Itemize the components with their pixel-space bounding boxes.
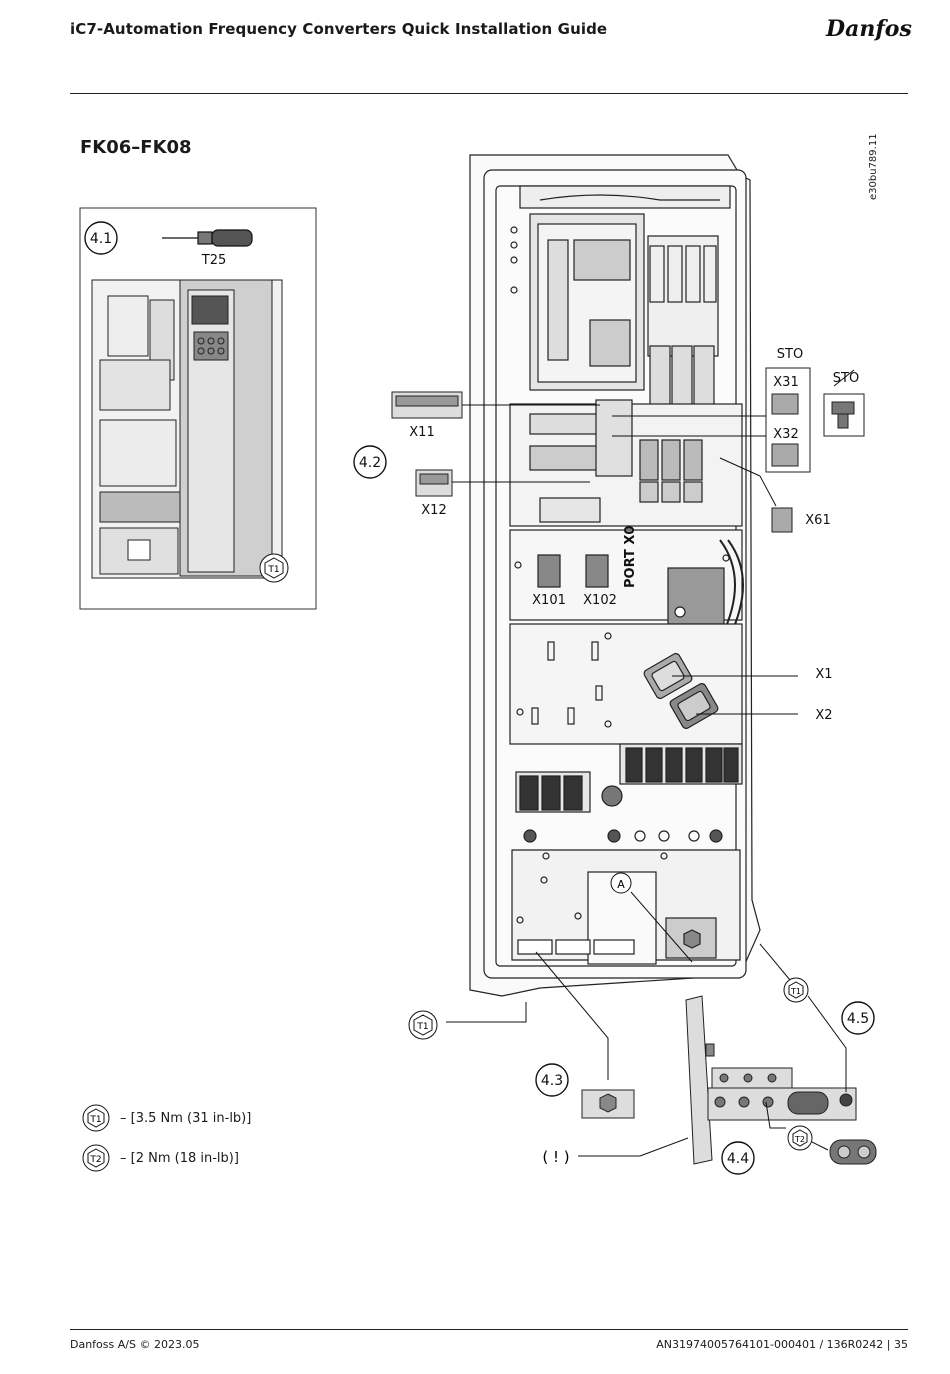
x102-label: X102 xyxy=(583,593,617,608)
t1-overview-symbol: T1 xyxy=(260,554,288,582)
x1-label: X1 xyxy=(815,667,832,682)
svg-text:T2: T2 xyxy=(794,1135,805,1144)
x32-connector xyxy=(772,444,798,466)
x12-connector xyxy=(416,470,452,496)
t1-plate-symbol: T1 xyxy=(784,978,808,1002)
svg-text:T1: T1 xyxy=(790,987,801,996)
svg-text:T1: T1 xyxy=(89,1115,101,1125)
step-4-4-label: 4.4 xyxy=(727,1151,749,1167)
screwdriver-icon xyxy=(162,230,252,246)
x11-label: X11 xyxy=(409,425,434,440)
t2-plate-symbol: T2 xyxy=(788,1126,812,1150)
x31-connector xyxy=(772,394,798,414)
footer-doc-number: AN31974005764101-000401 / 136R0242 | 35 xyxy=(656,1338,908,1351)
port-x0-label: PORT X0 xyxy=(623,526,638,588)
footer-divider xyxy=(70,1329,908,1330)
drive-overview-drawing xyxy=(92,280,282,578)
step-4-2-label: 4.2 xyxy=(359,455,381,471)
step-4-5-label: 4.5 xyxy=(847,1011,869,1027)
x101-label: X101 xyxy=(532,593,566,608)
x12-label: X12 xyxy=(421,503,446,518)
grounding-plate-part xyxy=(708,1068,856,1120)
x61-connector xyxy=(772,508,792,532)
bracket-part xyxy=(686,996,714,1164)
x11-connector xyxy=(392,392,462,418)
footer-copyright: Danfoss A/S © 2023.05 xyxy=(70,1338,199,1351)
x31-label: X31 xyxy=(773,375,798,390)
legend-text-t1: – [3.5 Nm (31 in-lb)] xyxy=(120,1111,251,1126)
step-4-3-label: 4.3 xyxy=(541,1073,563,1089)
svg-text:T2: T2 xyxy=(89,1155,101,1165)
t1-enclosure-symbol: T1 xyxy=(409,1011,437,1039)
cable-clamp-part xyxy=(830,1140,876,1164)
point-a-label: A xyxy=(617,878,625,891)
t1-symbol-icon: T1 xyxy=(80,1103,114,1133)
x32-label: X32 xyxy=(773,427,798,442)
legend-row-t2: T2 – [2 Nm (18 in-lb)] xyxy=(80,1143,239,1173)
svg-text:T1: T1 xyxy=(267,565,279,575)
drive-main-drawing xyxy=(470,155,760,996)
caution-label: ( ! ) xyxy=(542,1148,569,1166)
x61-label: X61 xyxy=(805,513,830,528)
sto-label: STO xyxy=(777,347,803,362)
legend-row-t1: T1 – [3.5 Nm (31 in-lb)] xyxy=(80,1103,251,1133)
svg-text:T1: T1 xyxy=(416,1022,428,1032)
clamp-part xyxy=(582,1090,634,1118)
step-4-1-label: 4.1 xyxy=(90,231,112,247)
t2-symbol-icon: T2 xyxy=(80,1143,114,1173)
x2-label: X2 xyxy=(815,708,832,723)
tool-label: T25 xyxy=(201,253,226,268)
legend-text-t2: – [2 Nm (18 in-lb)] xyxy=(120,1151,239,1166)
